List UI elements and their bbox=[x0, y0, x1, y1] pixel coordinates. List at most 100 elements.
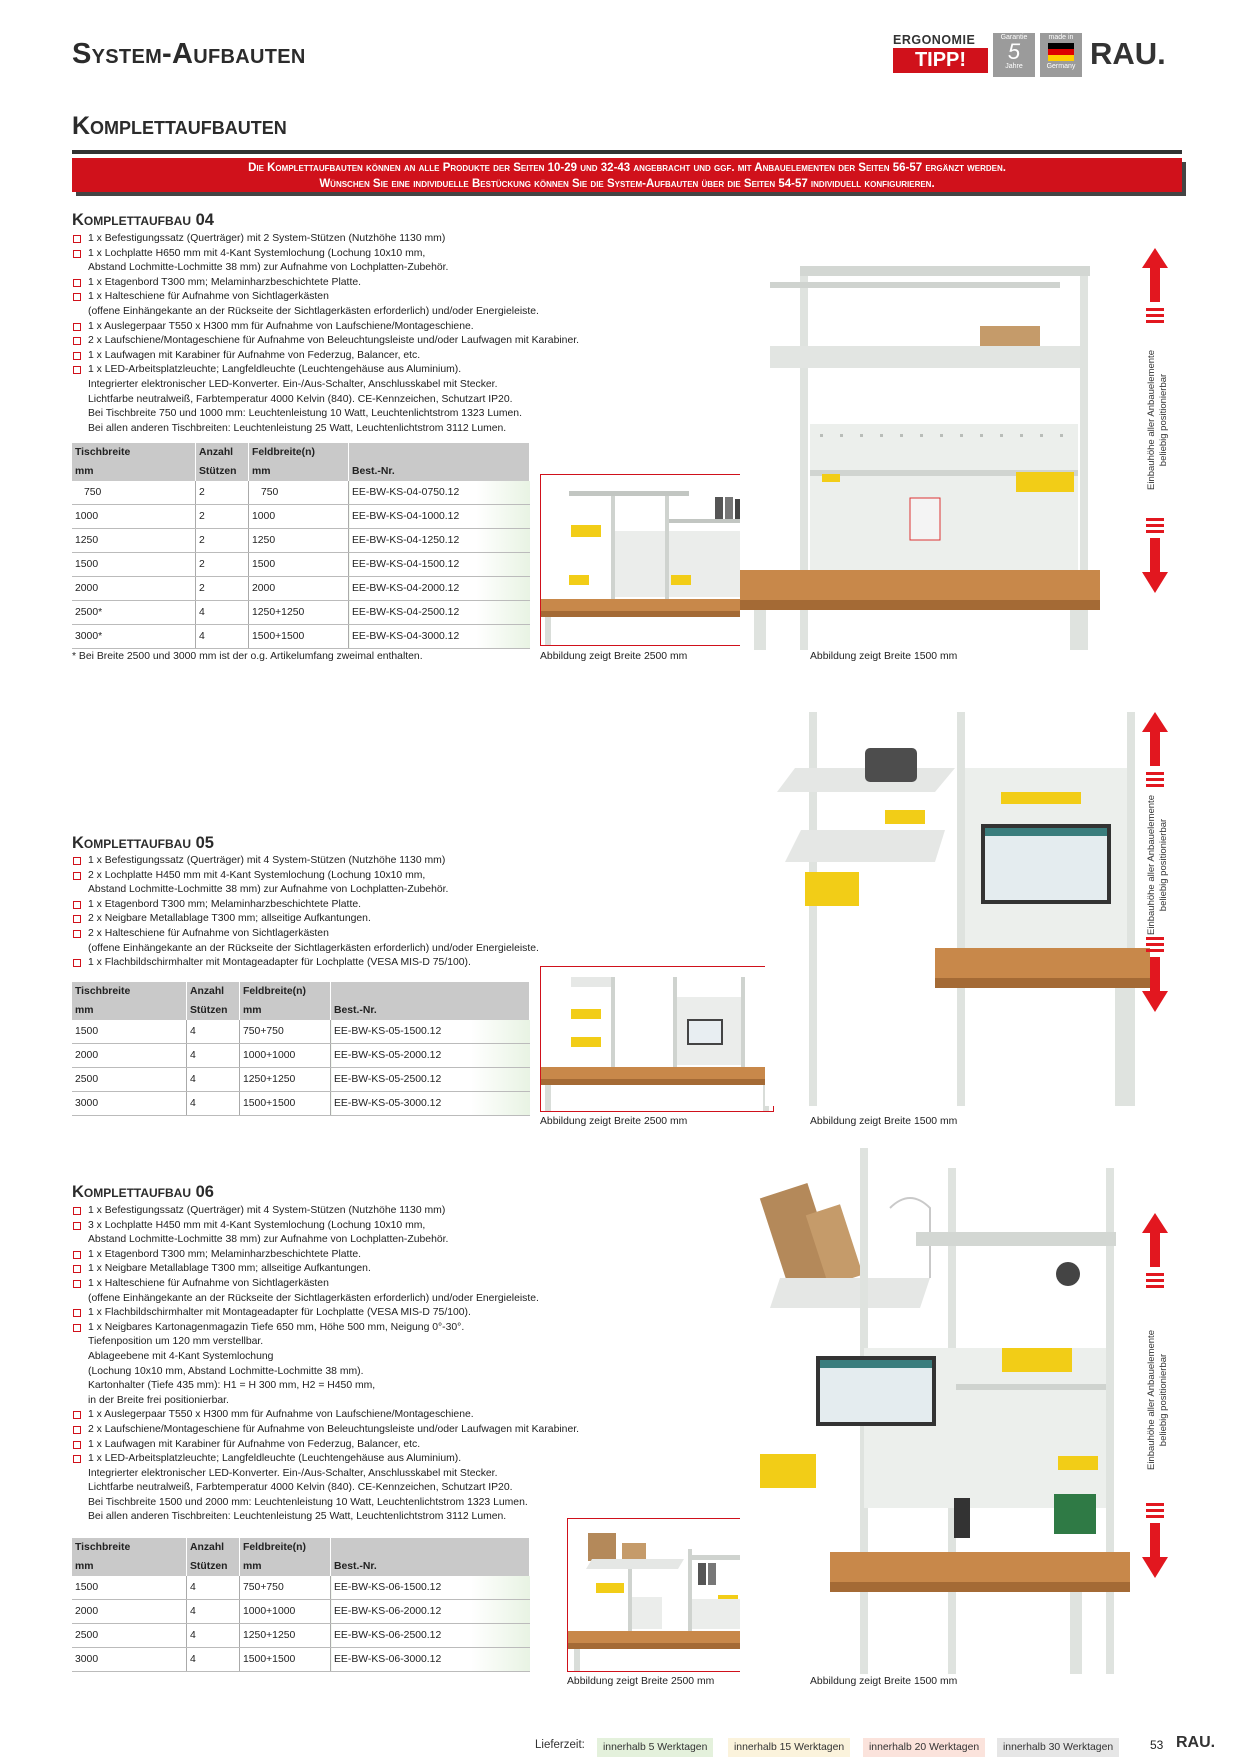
list-item: 1 x LED-Arbeitsplatzleuchte; Langfeldleu… bbox=[72, 363, 632, 436]
cell: 2 bbox=[195, 576, 249, 601]
list-item: 2 x Laufschiene/Montageschiene für Aufna… bbox=[72, 1423, 632, 1438]
height-note-line-2: beliebig positionierbar bbox=[1158, 818, 1169, 912]
list-item: 1 x Flachbildschirmhalter mit Montageada… bbox=[72, 956, 632, 971]
th-empty bbox=[348, 443, 530, 462]
list-item: 1 x Befestigungssatz (Querträger) mit 4 … bbox=[72, 1204, 632, 1219]
cell: 4 bbox=[186, 1067, 240, 1092]
cell: 1000 bbox=[248, 504, 349, 529]
section-04-photo bbox=[740, 262, 1150, 650]
list-item: 1 x Laufwagen mit Karabiner für Aufnahme… bbox=[72, 349, 632, 364]
th-empty bbox=[330, 1538, 530, 1557]
rau-logo: RAU. bbox=[1090, 36, 1166, 72]
cell: 4 bbox=[195, 600, 249, 625]
th-mm: mm bbox=[239, 1001, 331, 1020]
th-bestnr: Best.-Nr. bbox=[330, 1001, 530, 1020]
cell: 4 bbox=[186, 1091, 240, 1116]
th-anzahl: Anzahl bbox=[186, 982, 240, 1001]
cell: 1000+1000 bbox=[239, 1043, 331, 1068]
height-adjust-arrow-icon bbox=[1142, 1213, 1168, 1578]
cell: 1250 bbox=[248, 528, 349, 553]
cell: EE-BW-KS-04-2000.12 bbox=[348, 576, 530, 601]
list-item: 2 x Laufschiene/Montageschiene für Aufna… bbox=[72, 334, 632, 349]
section-04-caption-large: Abbildung zeigt Breite 1500 mm bbox=[810, 651, 958, 662]
th-feldbreite: Feldbreite(n) bbox=[239, 1538, 331, 1557]
list-item: 1 x Lochplatte H650 mm mit 4-Kant System… bbox=[72, 247, 632, 276]
list-item: 3 x Lochplatte H450 mm mit 4-Kant System… bbox=[72, 1219, 632, 1248]
rau-logo-text: RAU. bbox=[1090, 36, 1166, 71]
cell: 2 bbox=[195, 481, 249, 505]
workbench-small-illustration bbox=[541, 491, 773, 645]
section-04-thumbnail bbox=[540, 474, 774, 646]
th-stuetzen: Stützen bbox=[186, 1001, 240, 1020]
th-tischbreite: Tischbreite bbox=[72, 443, 196, 462]
section-06-caption-small: Abbildung zeigt Breite 2500 mm bbox=[567, 1676, 715, 1687]
list-item: 1 x Auslegerpaar T550 x H300 mm für Aufn… bbox=[72, 320, 632, 335]
cell: 3000 bbox=[72, 1647, 187, 1672]
th-tischbreite: Tischbreite bbox=[72, 1538, 187, 1557]
cell: 3000* bbox=[72, 624, 196, 649]
list-item: 1 x Befestigungssatz (Querträger) mit 2 … bbox=[72, 232, 632, 247]
page-title: System-Aufbauten bbox=[72, 38, 306, 70]
th-feldbreite: Feldbreite(n) bbox=[248, 443, 349, 462]
workbench-large-illustration bbox=[777, 712, 1150, 1106]
cell: 2500* bbox=[72, 600, 196, 625]
section-subtitle: Komplettaufbauten bbox=[72, 112, 287, 140]
cell: 2000 bbox=[72, 1599, 187, 1624]
cell: 1250+1250 bbox=[239, 1623, 331, 1648]
section-05-thumbnail bbox=[540, 966, 774, 1112]
section-04-footnote: * Bei Breite 2500 und 3000 mm ist der o.… bbox=[72, 651, 423, 662]
height-note-04: Einbauhöhe aller Anbauelemente beliebig … bbox=[1146, 335, 1170, 505]
list-item: 2 x Halteschiene für Aufnahme von Sichtl… bbox=[72, 927, 632, 956]
th-feldbreite: Feldbreite(n) bbox=[239, 982, 331, 1001]
list-item: 1 x Auslegerpaar T550 x H300 mm für Aufn… bbox=[72, 1408, 632, 1423]
th-mm: mm bbox=[72, 462, 196, 481]
info-banner: Die Komplettaufbauten können an alle Pro… bbox=[72, 158, 1182, 192]
garantie-years: 5 bbox=[1007, 39, 1021, 64]
cell: EE-BW-KS-04-2500.12 bbox=[348, 600, 530, 625]
cell: 1500 bbox=[248, 552, 349, 577]
height-note-06: Einbauhöhe aller Anbauelemente beliebig … bbox=[1146, 1315, 1170, 1485]
tipp-label: TIPP! bbox=[893, 48, 988, 73]
footer-rau-logo: RAU. bbox=[1176, 1734, 1216, 1751]
german-flag-icon bbox=[1048, 43, 1074, 61]
th-empty bbox=[330, 982, 530, 1001]
list-item: 1 x Neigbare Metallablage T300 mm; allse… bbox=[72, 1262, 632, 1277]
cell: EE-BW-KS-04-0750.12 bbox=[348, 481, 530, 505]
page-number: 53 bbox=[1150, 1738, 1164, 1752]
section-06-table: Tischbreite Anzahl Feldbreite(n) mm Stüt… bbox=[72, 1538, 530, 1672]
list-item: 1 x LED-Arbeitsplatzleuchte; Langfeldleu… bbox=[72, 1452, 632, 1525]
section-05-caption-small: Abbildung zeigt Breite 2500 mm bbox=[540, 1116, 688, 1127]
cell: 2500 bbox=[72, 1623, 187, 1648]
cell: 750 bbox=[72, 481, 196, 505]
cell: EE-BW-KS-04-3000.12 bbox=[348, 624, 530, 649]
delivery-label: Lieferzeit: bbox=[535, 1739, 585, 1751]
cell: 750 bbox=[248, 481, 349, 505]
cell: EE-BW-KS-05-2000.12 bbox=[330, 1043, 530, 1068]
section-05-title: Komplettaufbau 05 bbox=[72, 834, 214, 852]
section-05-table: Tischbreite Anzahl Feldbreite(n) mm Stüt… bbox=[72, 982, 530, 1116]
cell: EE-BW-KS-06-2000.12 bbox=[330, 1599, 530, 1624]
cell: EE-BW-KS-04-1500.12 bbox=[348, 552, 530, 577]
height-note-line-1: Einbauhöhe aller Anbauelemente bbox=[1146, 350, 1157, 490]
cell: 4 bbox=[186, 1599, 240, 1624]
cell: 1000+1000 bbox=[239, 1599, 331, 1624]
th-bestnr: Best.-Nr. bbox=[348, 462, 530, 481]
th-mm: mm bbox=[72, 1001, 187, 1020]
list-item: 1 x Etagenbord T300 mm; Melaminharzbesch… bbox=[72, 898, 632, 913]
section-06-caption-large: Abbildung zeigt Breite 1500 mm bbox=[810, 1676, 958, 1687]
th-bestnr: Best.-Nr. bbox=[330, 1557, 530, 1576]
cell: 1500 bbox=[72, 1576, 187, 1600]
delivery-chip-20: innerhalb 20 Werktagen bbox=[863, 1738, 986, 1757]
banner-line-2: Wünschen Sie eine individuelle Bestückun… bbox=[319, 178, 935, 190]
cell: 4 bbox=[186, 1020, 240, 1044]
